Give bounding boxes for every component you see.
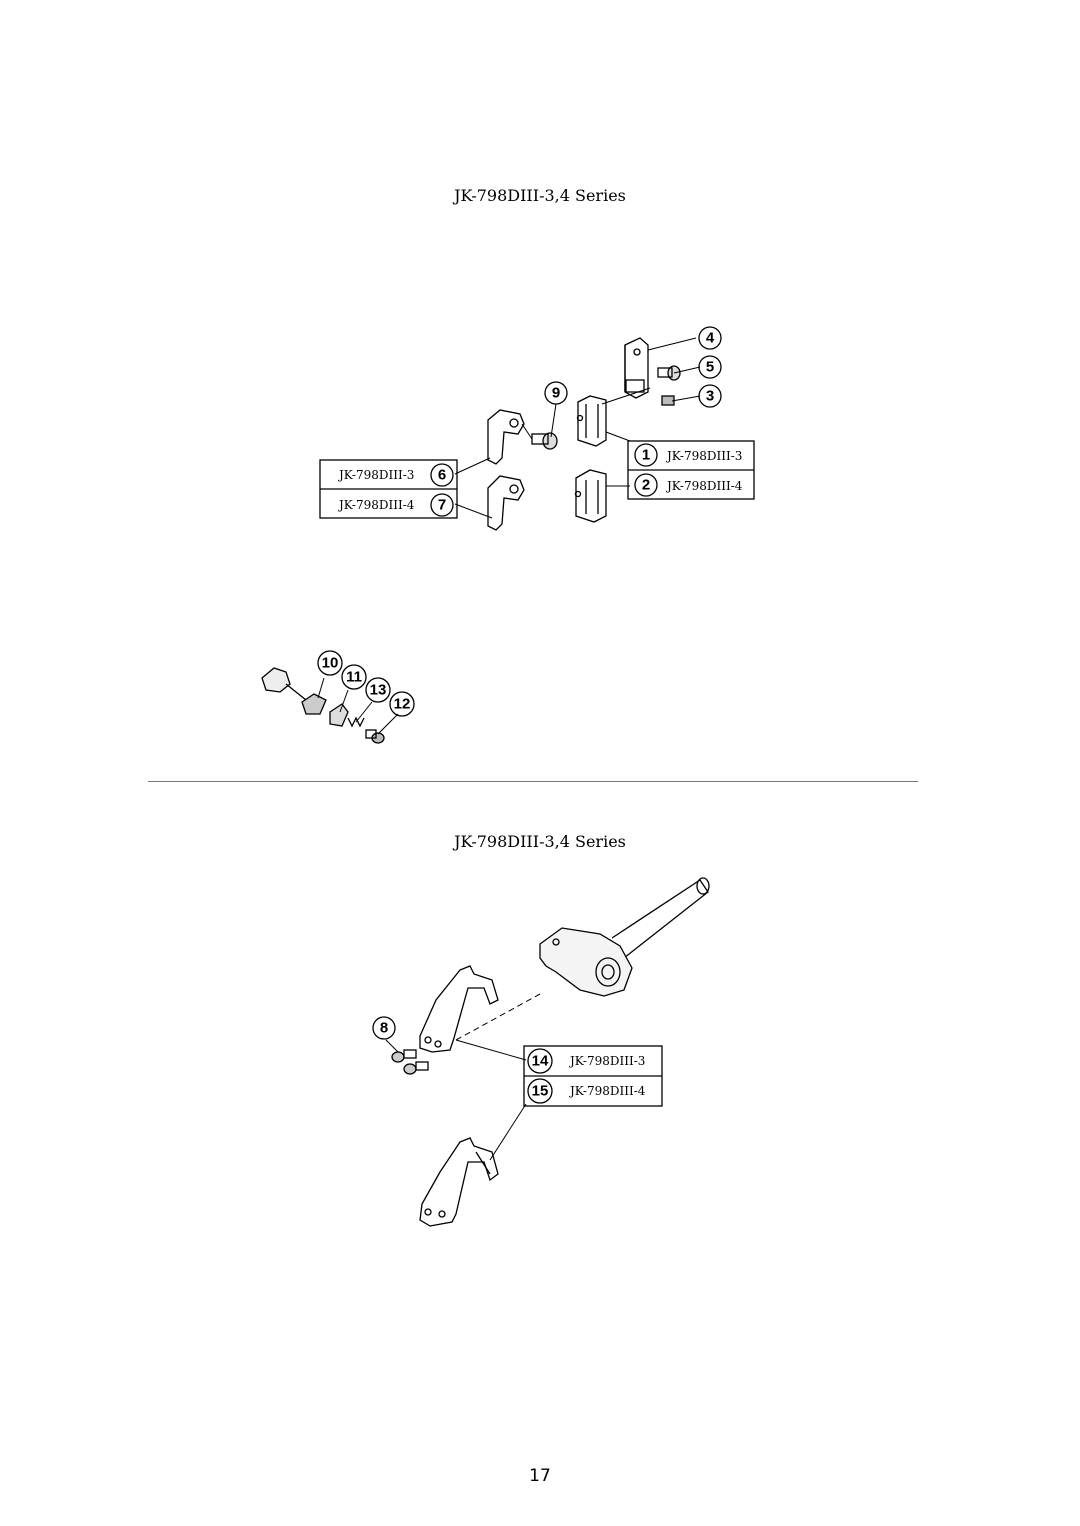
callout-14: 14	[532, 1053, 549, 1070]
part-9-screw	[531, 432, 558, 450]
callout-2: 2	[642, 477, 650, 494]
page-number: 17	[529, 1466, 551, 1486]
variant-label-7: JK-798DIII-4	[337, 498, 415, 512]
diagram-title-bottom: JK-798DIII-3,4 Series	[454, 832, 626, 851]
callout-4: 4	[706, 330, 715, 347]
variant-label-15: JK-798DIII-4	[568, 1084, 646, 1098]
diagram-title-top: JK-798DIII-3,4 Series	[454, 186, 626, 205]
part-12-screw	[365, 729, 385, 744]
callout-13: 13	[370, 682, 387, 699]
part-6-plate	[487, 409, 525, 465]
part-13-spring	[347, 716, 365, 728]
part-15-lever	[419, 1137, 499, 1227]
callout-6: 6	[438, 467, 446, 484]
part-10-assembly	[261, 667, 327, 715]
variant-label-6: JK-798DIII-3	[337, 468, 414, 482]
callout-15: 15	[532, 1083, 549, 1100]
part-14-lever	[419, 965, 499, 1053]
variant-box-14-15	[523, 1045, 663, 1107]
callout-9: 9	[552, 385, 560, 402]
part-1-clamp	[576, 395, 607, 447]
callout-5: 5	[706, 359, 714, 376]
part-2-clamp	[574, 469, 607, 523]
variant-label-14: JK-798DIII-3	[568, 1054, 645, 1068]
callout-12: 12	[394, 696, 411, 713]
shaft	[611, 877, 710, 959]
callout-1: 1	[642, 447, 650, 464]
variant-label-1: JK-798DIII-3	[665, 449, 742, 463]
part-11-plate	[329, 703, 349, 727]
part-5-screw	[657, 365, 681, 381]
part-4-bracket	[624, 337, 649, 399]
section-divider	[148, 781, 918, 782]
hub-casting	[539, 927, 633, 997]
callout-3: 3	[706, 388, 714, 405]
variant-label-2: JK-798DIII-4	[665, 479, 743, 493]
variant-box-1-2	[627, 440, 755, 500]
part-7-plate	[487, 475, 525, 531]
callout-11: 11	[346, 669, 362, 686]
variant-box-6-7	[319, 459, 458, 519]
callout-10: 10	[322, 655, 339, 672]
callout-8: 8	[380, 1020, 388, 1037]
part-8-screws	[391, 1049, 429, 1075]
callout-7: 7	[438, 497, 446, 514]
